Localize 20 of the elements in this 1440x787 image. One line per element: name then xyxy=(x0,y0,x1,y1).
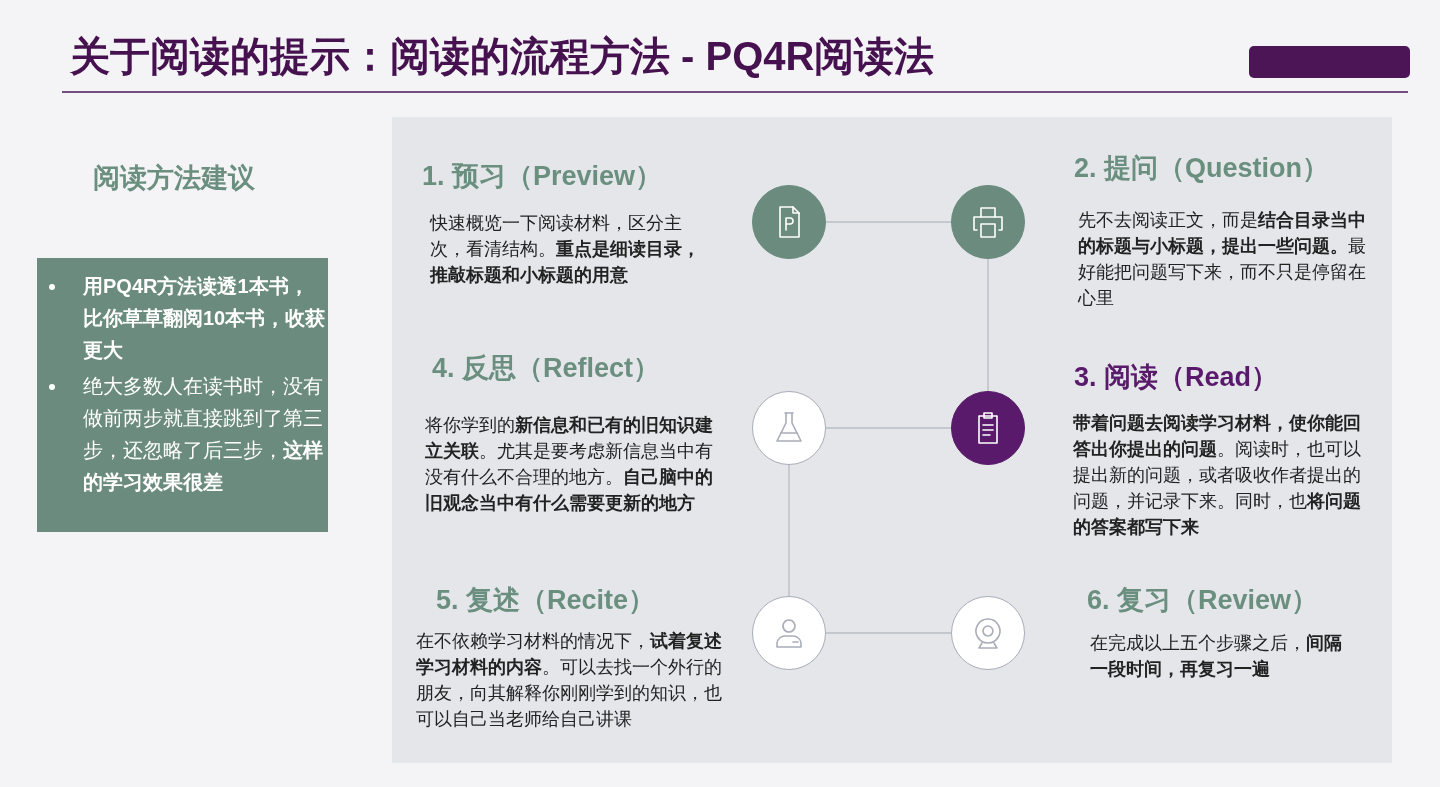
step-heading: 2. 提问（Question） xyxy=(1074,152,1330,185)
step-heading: 5. 复述（Recite） xyxy=(436,584,656,617)
connector-line xyxy=(825,632,952,634)
step-heading: 6. 复习（Review） xyxy=(1087,584,1319,617)
title: 关于阅读的提示：阅读的流程方法 - PQ4R阅读法 xyxy=(70,33,935,80)
step-heading: 1. 预习（Preview） xyxy=(422,160,663,193)
step-heading: 3. 阅读（Read） xyxy=(1074,361,1279,394)
tip-box xyxy=(37,258,328,532)
step-heading: 4. 反思（Reflect） xyxy=(432,352,661,385)
step-description: 带着问题去阅读学习材料，使你能回答出你提出的问题。阅读时，也可以提出新的问题，或者吸收作者提出的问题，并记录下来。同时，也将问题的答案都写下来 xyxy=(1073,412,1362,539)
bullet-item: 绝大多数人在读书时，没有做前两步就直接跳到了第三步，还忽略了后三步，这样的学习效果很差 xyxy=(47,370,326,498)
section-heading: 阅读方法建议 xyxy=(93,162,255,195)
step-description: 先不去阅读正文，而是结合目录当中的标题与小标题，提出一些问题。最好能把问题写下来，而不只是停留在心里 xyxy=(1078,209,1367,310)
connector-line xyxy=(825,427,952,429)
connector-line xyxy=(825,221,952,223)
step-description: 在完成以上五个步骤之后，间隔一段时间，再复习一遍 xyxy=(1090,632,1343,681)
step-description: 快速概览一下阅读材料，区分主次，看清结构。重点是细读目录，推敲标题和小标题的用意 xyxy=(430,212,701,287)
step-description: 将你学到的新信息和已有的旧知识建立关联。尤其是要考虑新信息当中有没有什么不合理的地方。自己脑中的旧观念当中有什么需要更新的地方 xyxy=(425,414,714,515)
bullet-item: 用PQ4R方法读透1本书，比你草草翻阅10本书，收获更大 xyxy=(47,270,326,366)
step-description: 在不依赖学习材料的情况下，试着复述学习材料的内容。可以去找一个外行的朋友，向其解释你刚刚学到的知识，也可以自己当老师给自己讲课 xyxy=(416,630,723,731)
